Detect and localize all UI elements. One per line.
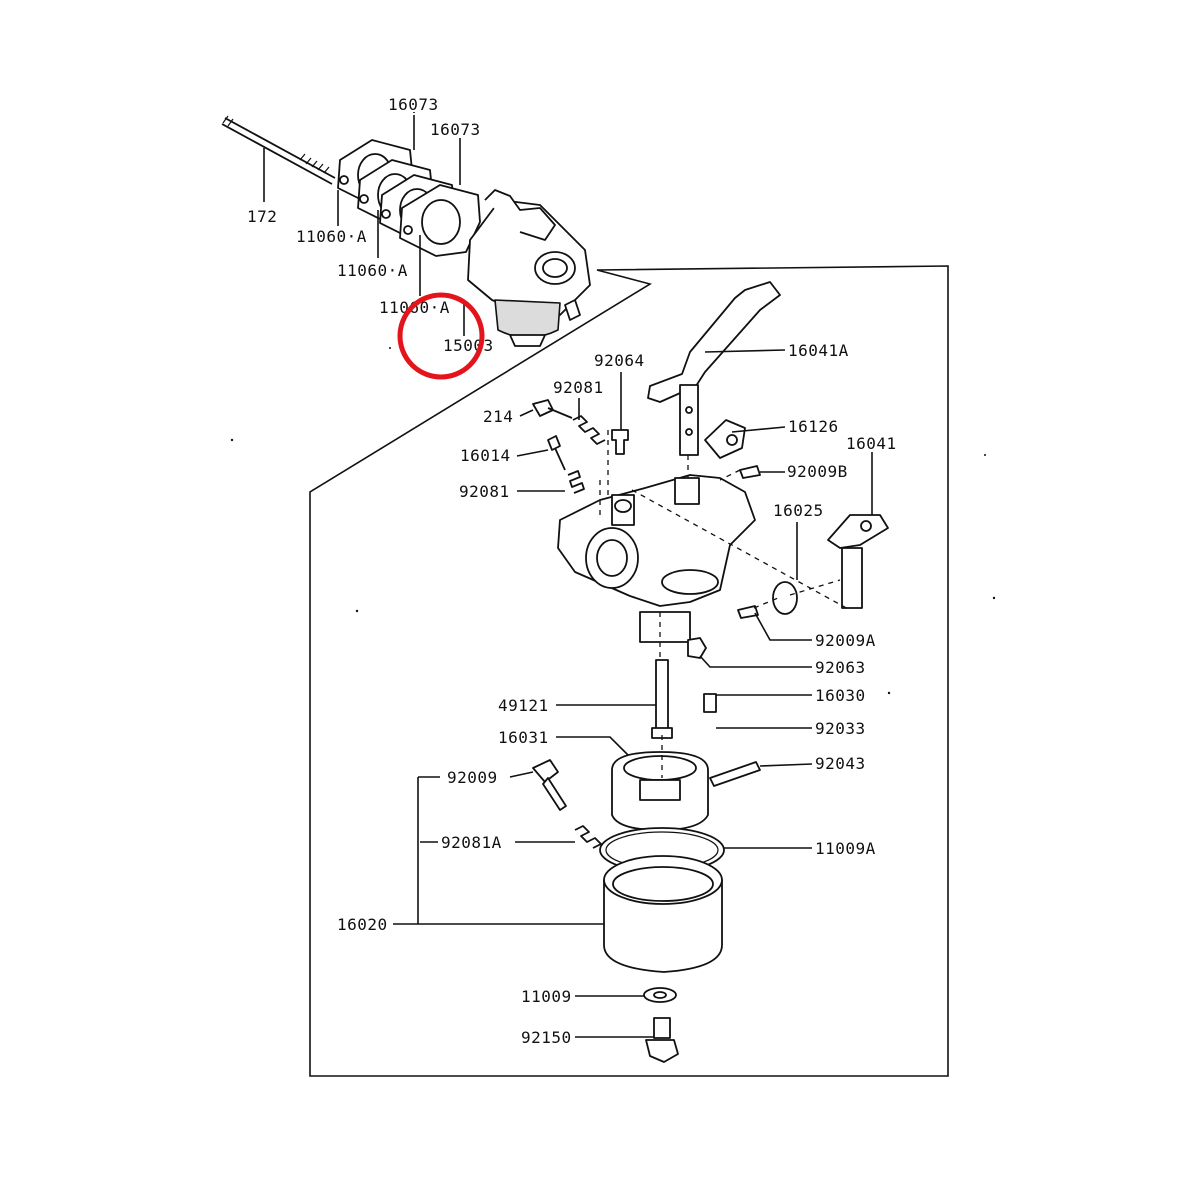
label-92064: 92064 [594, 351, 645, 370]
label-92081-top: 92081 [553, 378, 604, 397]
pin-92043 [709, 761, 761, 787]
screw-92009 [532, 759, 567, 811]
label-16014: 16014 [460, 446, 511, 465]
label-92009: 92009 [447, 768, 498, 787]
leader-lines [263, 112, 873, 1038]
label-16073-b: 16073 [430, 120, 481, 139]
label-92081-mid: 92081 [459, 482, 510, 501]
lower-assembly [532, 281, 889, 1063]
label-16126: 16126 [788, 417, 839, 436]
upper-assembly [221, 115, 591, 347]
label-92009a: 92009A [815, 631, 876, 650]
label-92033: 92033 [815, 719, 866, 738]
gasket-stack [337, 139, 481, 257]
label-16041: 16041 [846, 434, 897, 453]
highlight-circle [397, 292, 485, 380]
label-92063: 92063 [815, 658, 866, 677]
spring-92081-top [572, 415, 606, 445]
label-16020: 16020 [337, 915, 388, 934]
label-11009: 11009 [521, 987, 572, 1006]
screw-92064 [611, 429, 629, 455]
small-carburetor [467, 189, 591, 347]
label-11060a-1: 11060·A [296, 227, 367, 246]
label-92009b: 92009B [787, 462, 848, 481]
part-labels: 16073 16073 172 11060·A 11060·A 11060·A … [247, 95, 897, 1047]
stud-172 [221, 115, 336, 185]
lever-16041a [647, 281, 781, 456]
float-bowl-16020 [603, 855, 723, 973]
label-16031: 16031 [498, 728, 549, 747]
spring-92081a [574, 825, 602, 849]
label-92081a: 92081A [441, 833, 502, 852]
plate-16126 [704, 419, 746, 459]
screw-16014 [547, 435, 566, 471]
label-16025: 16025 [773, 501, 824, 520]
screw-214 [532, 399, 573, 419]
inset-frame [309, 265, 949, 1077]
float-16031 [611, 751, 709, 831]
scan-specks [230, 347, 996, 695]
screw-92009a [737, 605, 759, 619]
label-16073-a: 16073 [388, 95, 439, 114]
label-214: 214 [483, 407, 513, 426]
nozzle-49121 [651, 659, 673, 739]
throttle-disc-16025 [772, 581, 798, 615]
label-15003: 15003 [443, 336, 494, 355]
jet-16030 [703, 693, 717, 713]
carburetor-body [557, 474, 756, 643]
bolt-92150 [645, 1017, 679, 1063]
label-11009a: 11009A [815, 839, 876, 858]
label-92150: 92150 [521, 1028, 572, 1047]
screw-92009b [739, 465, 761, 479]
label-49121: 49121 [498, 696, 549, 715]
alignment-dashes [599, 430, 851, 778]
label-172: 172 [247, 207, 277, 226]
label-16041a: 16041A [788, 341, 849, 360]
lever-16041 [827, 514, 889, 609]
label-11060a-2: 11060·A [337, 261, 408, 280]
nut-92063 [687, 637, 707, 659]
label-92043: 92043 [815, 754, 866, 773]
spring-92081-mid [567, 470, 585, 494]
label-16030: 16030 [815, 686, 866, 705]
